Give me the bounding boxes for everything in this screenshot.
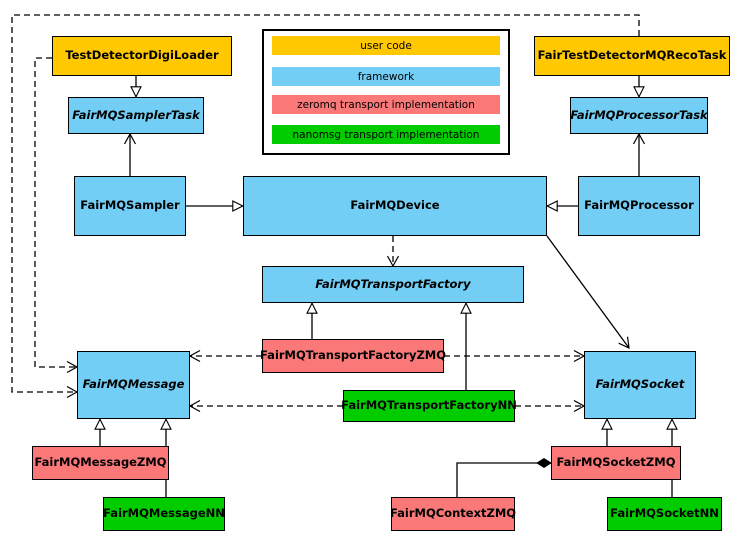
edge-dependency — [11, 14, 640, 392]
legend-item-zeromq: zeromq transport implementation — [272, 95, 500, 114]
class-label: TestDetectorDigiLoader — [65, 48, 219, 63]
class-label: FairMQProcessor — [584, 198, 694, 213]
legend-item-nanomsg: nanomsg transport implementation — [272, 125, 500, 144]
edge-dependency — [34, 57, 77, 367]
class-label: FairMQTransportFactory — [315, 276, 471, 291]
class-node-fairmqcontextzmq[interactable]: FairMQContextZMQ — [389, 497, 517, 531]
legend-label-nanomsg: nanomsg transport implementation — [292, 128, 480, 141]
class-label: FairMQProcessorTask — [570, 107, 708, 122]
class-node-fairmqsocket[interactable]: FairMQSocket — [584, 351, 696, 419]
legend-label-framework: framework — [357, 70, 415, 83]
class-label: FairMQSocketZMQ — [556, 455, 676, 470]
class-node-fairmqprocessor[interactable]: FairMQProcessor — [578, 176, 700, 236]
class-label: FairTestDetectorMQRecoTask — [537, 48, 727, 63]
class-node-fairmqprocessortask[interactable]: FairMQProcessorTask — [570, 97, 708, 134]
class-node-fairtestdetectormqrecotask[interactable]: FairTestDetectorMQRecoTask — [534, 36, 730, 76]
edge-composition — [456, 458, 552, 497]
edge-association — [546, 235, 629, 348]
legend-item-user-code: user code — [272, 36, 500, 55]
class-node-testdetectordigiloader[interactable]: TestDetectorDigiLoader — [52, 36, 232, 76]
class-node-fairmqmessage[interactable]: FairMQMessage — [77, 351, 190, 419]
class-label: FairMQSocketNN — [610, 506, 719, 521]
class-node-fairmqtransportfactoryzmq[interactable]: FairMQTransportFactoryZMQ — [260, 339, 447, 373]
class-label: FairMQTransportFactoryZMQ — [260, 348, 447, 363]
class-node-fairmqmessagenn[interactable]: FairMQMessageNN — [103, 497, 225, 531]
class-label: FairMQDevice — [350, 198, 440, 213]
class-node-fairmqsampler[interactable]: FairMQSampler — [74, 176, 186, 236]
class-node-fairmqsamplertask[interactable]: FairMQSamplerTask — [68, 97, 204, 134]
legend-label-zeromq: zeromq transport implementation — [297, 98, 475, 111]
class-node-fairmqdevice[interactable]: FairMQDevice — [243, 176, 547, 236]
class-label: FairMQSocket — [595, 377, 685, 392]
class-label: FairMQMessageNN — [103, 506, 225, 521]
legend-label-user-code: user code — [360, 39, 412, 52]
class-label: FairMQSampler — [80, 198, 180, 213]
class-label: FairMQContextZMQ — [389, 506, 517, 521]
class-label: FairMQMessage — [82, 377, 185, 392]
class-label: FairMQSamplerTask — [72, 107, 200, 122]
class-node-fairmqsocketnn[interactable]: FairMQSocketNN — [607, 497, 722, 531]
class-node-fairmqtransportfactory[interactable]: FairMQTransportFactory — [262, 266, 524, 303]
class-node-fairmqmessagezmq[interactable]: FairMQMessageZMQ — [32, 446, 169, 480]
class-label: FairMQMessageZMQ — [34, 455, 167, 470]
legend-item-framework: framework — [272, 67, 500, 86]
class-label: FairMQTransportFactoryNN — [341, 398, 517, 413]
class-node-fairmqsocketzmq[interactable]: FairMQSocketZMQ — [551, 446, 681, 480]
class-node-fairmqtransportfactorynn[interactable]: FairMQTransportFactoryNN — [341, 390, 517, 422]
